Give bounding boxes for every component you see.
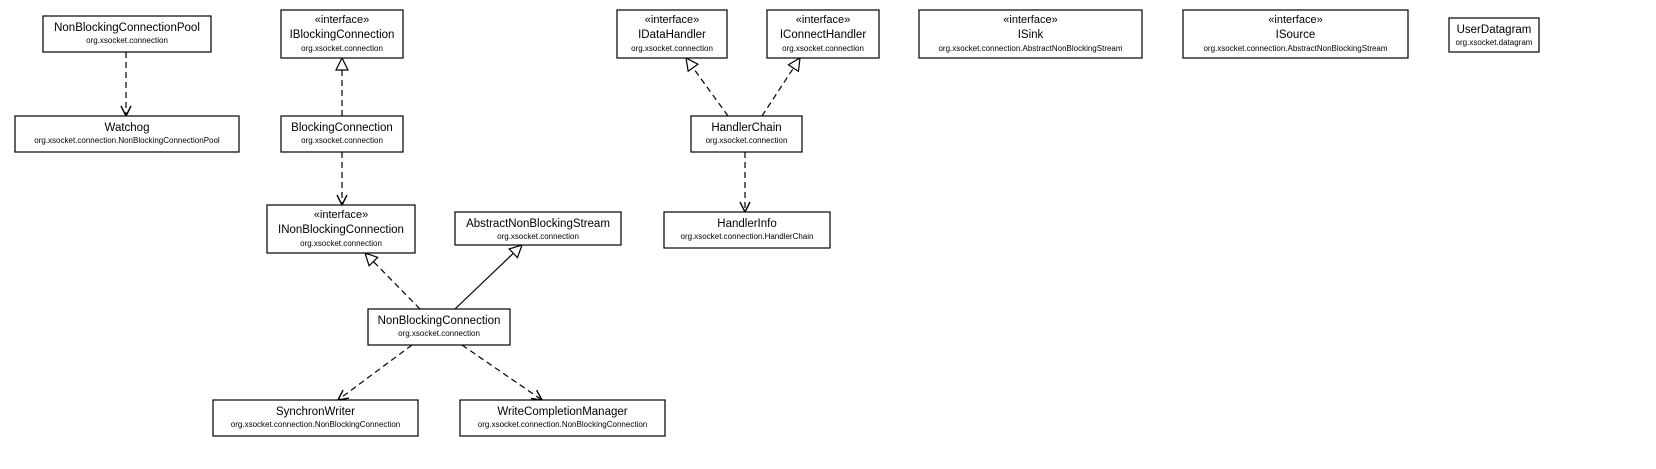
class-stereotype: «interface» [796,14,850,26]
class-name: WriteCompletionManager [497,406,627,418]
class-box-frame [266,204,416,254]
class-box-frame [367,308,511,346]
class-package: org.xsocket.connection [301,44,383,53]
class-name: HandlerInfo [717,218,776,230]
class-box-nbc[interactable]: NonBlockingConnection org.xsocket.connect… [367,308,511,346]
class-box-frame [1182,9,1409,59]
class-box-isource[interactable]: «interface» ISource org.xsocket.connection… [1182,9,1409,59]
class-package: org.xsocket.connection.NonBlockingConnec… [34,136,220,145]
relation-realization-nbc-to-inbc [365,253,421,310]
class-box-frame [690,115,803,153]
class-box-bc[interactable]: BlockingConnection org.xsocket.connection [280,115,404,153]
class-name: IBlockingConnection [290,29,395,41]
relation-realization-hc-to-idh [686,58,729,117]
class-box-frame [212,399,419,437]
class-box-idh[interactable]: «interface» IDataHandler org.xsocket.conne… [616,9,728,59]
class-box-isink[interactable]: «interface» ISink org.xsocket.connection.A… [918,9,1143,59]
class-box-ibc[interactable]: «interface» IBlockingConnection org.xsocke… [280,9,404,59]
class-name: Watchog [105,122,150,134]
class-box-frame [280,115,404,153]
relations-layer [126,52,800,400]
class-package: org.xsocket.connection.NonBlockingConnec… [231,420,400,429]
class-name: BlockingConnection [291,122,393,134]
class-stereotype: «interface» [314,209,368,221]
class-stereotype: «interface» [315,14,369,26]
class-box-anbs[interactable]: AbstractNonBlockingStream org.xsocket.con… [454,211,622,246]
class-box-hi[interactable]: HandlerInfo org.xsocket.connection.Handle… [663,211,831,249]
relation-realization-hc-to-ich [761,58,800,117]
relation-dependency-nbc-to-wcm [461,344,542,400]
class-name: AbstractNonBlockingStream [466,218,610,230]
class-box-frame [918,9,1143,59]
class-name: ISource [1276,29,1316,41]
class-name: HandlerChain [711,122,781,134]
class-name: SynchronWriter [276,406,355,418]
class-box-wcm[interactable]: WriteCompletionManager org.xsocket.connec… [459,399,666,437]
class-name: NonBlockingConnection [378,315,501,327]
class-package: org.xsocket.connection [782,44,864,53]
class-name: IConnectHandler [780,29,866,41]
class-name: ISink [1018,29,1044,41]
class-box-frame [454,211,622,246]
class-package: org.xsocket.connection.AbstractNonBlocki… [938,44,1122,53]
class-box-frame [1448,17,1540,53]
class-box-frame [280,9,404,59]
class-name: IDataHandler [638,29,706,41]
class-box-ich[interactable]: «interface» IConnectHandler org.xsocket.co… [766,9,880,59]
class-package: org.xsocket.connection [86,36,168,45]
class-package: org.xsocket.connection [398,329,480,338]
class-box-frame [42,15,212,53]
relation-dependency-nbc-to-sw [338,344,413,400]
class-name: NonBlockingConnectionPool [54,22,200,34]
class-box-frame [459,399,666,437]
class-box-watchog[interactable]: Watchog org.xsocket.connection.NonBlockin… [14,115,240,153]
class-package: org.xsocket.connection.AbstractNonBlocki… [1203,44,1387,53]
class-package: org.xsocket.connection.HandlerChain [681,232,814,241]
class-package: org.xsocket.datagram [1456,38,1533,47]
class-box-frame [14,115,240,153]
class-package: org.xsocket.connection [301,136,383,145]
relation-generalization-nbc-to-anbs [454,245,522,310]
class-box-sw[interactable]: SynchronWriter org.xsocket.connection.Non… [212,399,419,437]
class-box-frame [766,9,880,59]
class-stereotype: «interface» [1003,14,1057,26]
class-box-frame [663,211,831,249]
class-package: org.xsocket.connection [497,232,579,241]
class-box-frame [616,9,728,59]
class-package: org.xsocket.connection.NonBlockingConnec… [478,420,647,429]
class-box-ud[interactable]: UserDatagram org.xsocket.datagram [1448,17,1540,53]
class-box-ncp[interactable]: NonBlockingConnectionPool org.xsocket.con… [42,15,212,53]
class-package: org.xsocket.connection [300,239,382,248]
class-name: INonBlockingConnection [278,224,404,236]
class-stereotype: «interface» [1268,14,1322,26]
class-box-inbc[interactable]: «interface» INonBlockingConnection org.xso… [266,204,416,254]
class-package: org.xsocket.connection [706,136,788,145]
class-stereotype: «interface» [645,14,699,26]
classes-layer: NonBlockingConnectionPool org.xsocket.con… [14,9,1540,437]
class-name: UserDatagram [1457,24,1532,36]
class-box-hc[interactable]: HandlerChain org.xsocket.connection [690,115,803,153]
class-package: org.xsocket.connection [631,44,713,53]
